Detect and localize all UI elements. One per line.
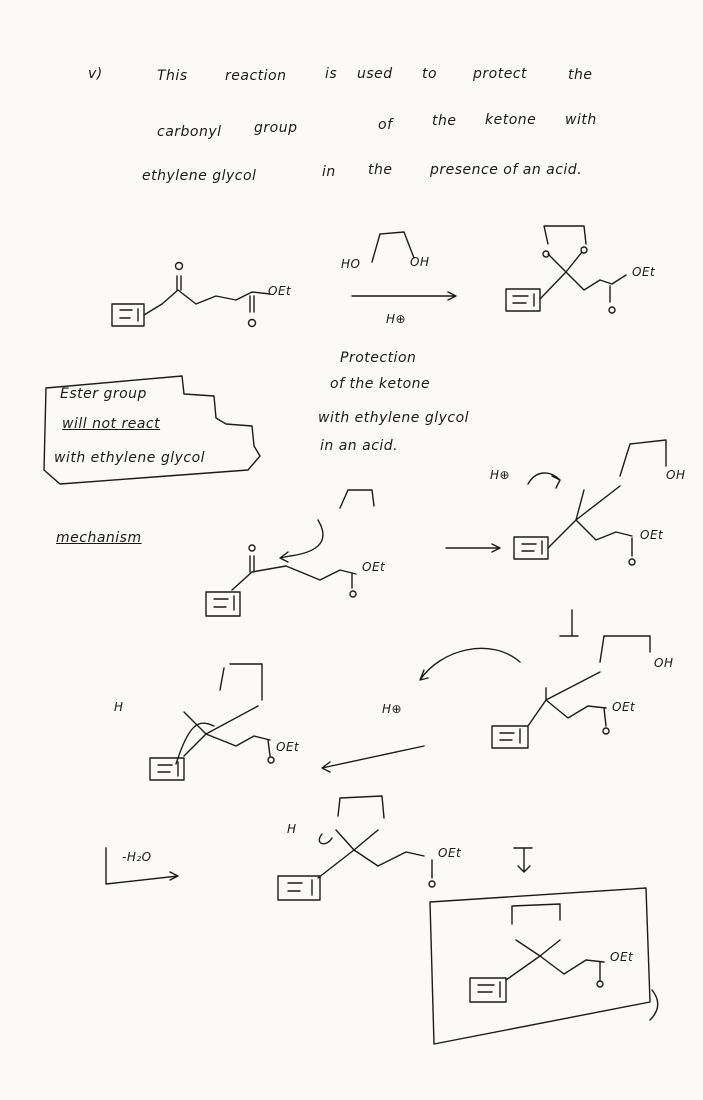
step2-oh: OH xyxy=(666,468,686,482)
ester-box-line: with ethylene glycol xyxy=(54,450,206,466)
note-line: with ethylene glycol xyxy=(318,410,470,426)
intro-word: This xyxy=(157,68,188,84)
mechanism-step-4 xyxy=(149,663,275,781)
note-line: Protection xyxy=(340,350,417,366)
catalyst-h-plus: H⊕ xyxy=(386,312,407,326)
step4-oet: OEt xyxy=(276,740,300,754)
ester-box-line: will not react xyxy=(62,416,161,432)
product-structure xyxy=(505,225,627,314)
step4-h: H xyxy=(114,700,124,714)
note-line: in an acid. xyxy=(320,438,399,454)
step5-oet: OEt xyxy=(438,846,462,860)
mechanism-step-3 xyxy=(419,635,651,749)
intro-word: carbonyl xyxy=(157,124,222,140)
step2-oet: OEt xyxy=(640,528,664,542)
step2-h-plus: H⊕ xyxy=(490,468,511,482)
step1-oet: OEt xyxy=(362,560,386,574)
final-oet: OEt xyxy=(610,950,634,964)
intro-word: with xyxy=(565,112,597,128)
mechanism-step-1 xyxy=(205,489,375,617)
reactant-oet: OEt xyxy=(268,284,292,298)
intro-word: of xyxy=(378,117,393,133)
product-oet: OEt xyxy=(632,265,656,279)
step5-h: H xyxy=(287,822,297,836)
step3-oet: OEt xyxy=(612,700,636,714)
intro-word: to xyxy=(422,66,438,82)
final-product-box xyxy=(429,887,659,1045)
intro-word: used xyxy=(357,66,393,82)
intro-word: the xyxy=(432,113,457,129)
intro-word: ethylene glycol xyxy=(142,168,257,184)
item-number: v) xyxy=(88,66,103,82)
reagent-ho: HO xyxy=(341,257,361,271)
intro-word: is xyxy=(325,66,338,82)
ester-box-outline xyxy=(43,375,261,485)
intro-word: presence of an acid. xyxy=(430,162,583,178)
intro-word: the xyxy=(368,162,393,178)
step3-h-plus: H⊕ xyxy=(382,702,403,716)
intro-word: the xyxy=(568,67,593,83)
mechanism-step-5 xyxy=(277,795,436,901)
step3-oh: OH xyxy=(654,656,674,670)
mechanism-label: mechanism xyxy=(56,530,142,546)
intro-word: protect xyxy=(473,66,527,82)
reagent-oh: OH xyxy=(410,255,430,269)
intro-word: reaction xyxy=(225,68,287,84)
water-loss-label: -H₂O xyxy=(122,850,152,864)
intro-word: group xyxy=(254,120,298,136)
reactant-structure xyxy=(111,261,271,328)
mechanism-step-2 xyxy=(513,439,667,566)
note-line: of the ketone xyxy=(330,376,431,392)
ester-box-line: Ester group xyxy=(60,386,147,402)
intro-word: in xyxy=(322,164,336,180)
intro-word: ketone xyxy=(485,112,537,128)
